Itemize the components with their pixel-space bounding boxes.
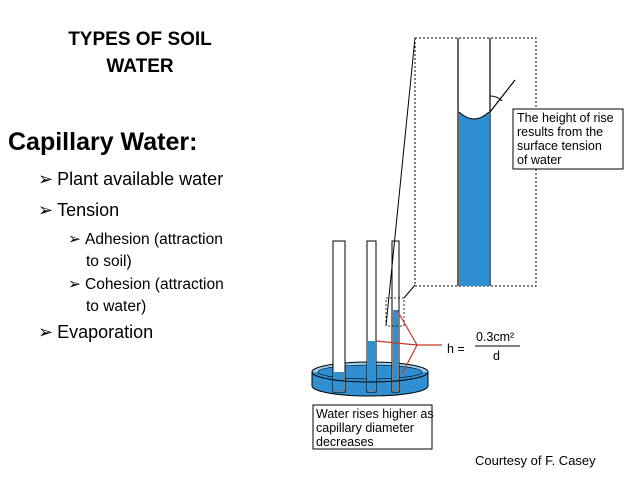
bullet-text: Tension [57, 200, 120, 220]
zoom-source-box [385, 297, 405, 327]
bullet-text: Adhesion (attraction [85, 231, 223, 248]
zoom-line-left [385, 37, 416, 327]
callout-top-line-3: surface tension [517, 139, 602, 153]
callout-bottom-line-3: decreases [316, 435, 374, 449]
bullet-text-cont: to water) [86, 298, 147, 315]
callout-bottom-line-1: Water rises higher as [316, 407, 434, 421]
bullet-text: Plant available water [57, 169, 224, 189]
title-line-2: WATER [106, 56, 174, 77]
bullet-adhesion: ➢Adhesion (attraction to soil) [68, 229, 228, 273]
diameter-callout: Water rises higher as capillary diameter… [312, 404, 434, 450]
contact-angle-line [489, 79, 516, 113]
height-bracket [375, 309, 442, 375]
section-heading: Capillary Water: [8, 128, 198, 156]
contact-angle-arc [489, 95, 503, 102]
formula-denominator: d [493, 349, 500, 363]
callout-top-line-1: The height of rise [517, 111, 614, 125]
callout-top-line-4: of water [517, 153, 561, 167]
callout-bottom-line-2: capillary diameter [316, 421, 414, 435]
zoom-line-right [403, 284, 416, 299]
capillary-tube-narrow [391, 240, 400, 393]
arrow-bullet-icon: ➢ [38, 200, 54, 220]
title-line-1: TYPES OF SOIL [68, 29, 212, 50]
bullet-cohesion: ➢Cohesion (attraction to water) [68, 274, 228, 318]
courtesy-credit: Courtesy of F. Casey [475, 453, 596, 468]
formula-h: h = [447, 342, 465, 356]
capillary-tube-wide [332, 240, 346, 393]
formula-numerator: 0.3cm² [476, 330, 514, 344]
bullet-text-cont: to soil) [86, 253, 132, 270]
arrow-bullet-icon: ➢ [38, 169, 54, 189]
bullet-evaporation: ➢Evaporation [38, 322, 153, 343]
bullet-tension: ➢Tension [38, 200, 119, 221]
capillary-formula: h = 0.3cm² d [447, 330, 520, 363]
arrow-bullet-icon: ➢ [68, 276, 81, 293]
arrow-bullet-icon: ➢ [38, 322, 54, 342]
bullet-text: Evaporation [57, 322, 154, 342]
surface-tension-callout: The height of rise results from the surf… [512, 108, 624, 170]
slide-title: TYPES OF SOIL WATER [40, 26, 240, 80]
magnified-tube [457, 38, 516, 286]
arrow-bullet-icon: ➢ [68, 231, 81, 248]
callout-top-line-2: results from the [517, 125, 603, 139]
bullet-plant-available: ➢Plant available water [38, 169, 223, 190]
bullet-text: Cohesion (attraction [85, 276, 224, 293]
capillary-tube-medium [366, 240, 377, 393]
